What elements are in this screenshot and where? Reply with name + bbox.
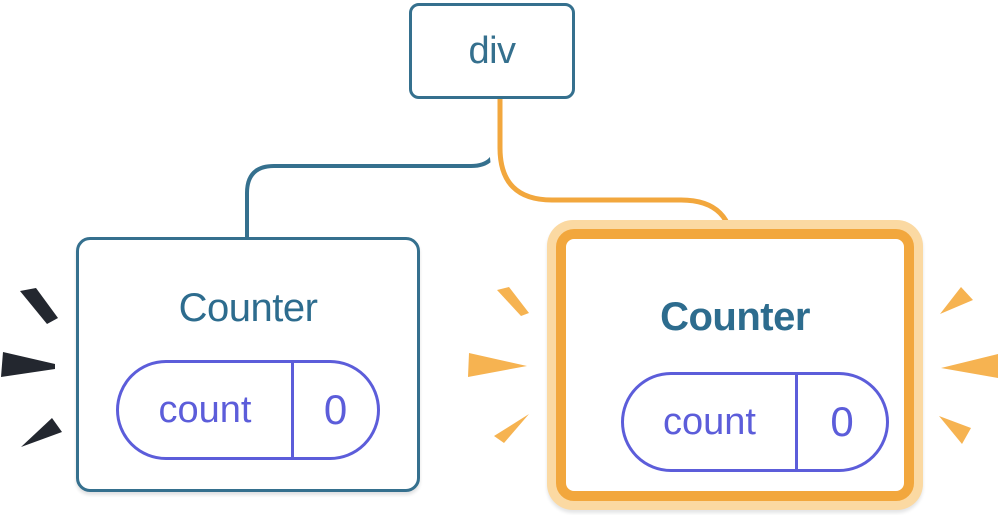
burst-spark-icon [1,352,55,377]
burst-spark-icon [497,287,529,316]
counter-title: Counter [178,286,318,330]
state-value: 0 [830,398,854,445]
state-value: 0 [323,386,348,433]
burst-spark-icon [940,287,973,314]
burst-spark-icon [20,288,58,324]
state-pill: count 0 [621,372,889,472]
edge-div-to-left-counter [245,99,499,240]
state-key: count [158,388,252,431]
tree-node-div: div [409,3,575,99]
burst-spark-icon [468,353,527,377]
right-sparks-group [939,287,998,444]
tree-node-div-label: div [468,29,516,72]
left-sparks-group [1,288,62,447]
burst-spark-icon [939,416,971,444]
burst-spark-icon [494,414,529,443]
counter-card-right: Counter count 0 [547,220,923,510]
middle-sparks-group [468,287,529,443]
state-key: count [663,400,756,443]
pill-divider [795,375,798,469]
burst-spark-icon [941,354,998,378]
burst-spark-icon [21,418,62,447]
counter-title: Counter [660,295,810,339]
state-pill: count 0 [116,360,380,460]
counter-card-right-inner: Counter count 0 [556,229,914,501]
counter-card-left: Counter count 0 [76,237,420,492]
pill-divider [291,363,294,457]
